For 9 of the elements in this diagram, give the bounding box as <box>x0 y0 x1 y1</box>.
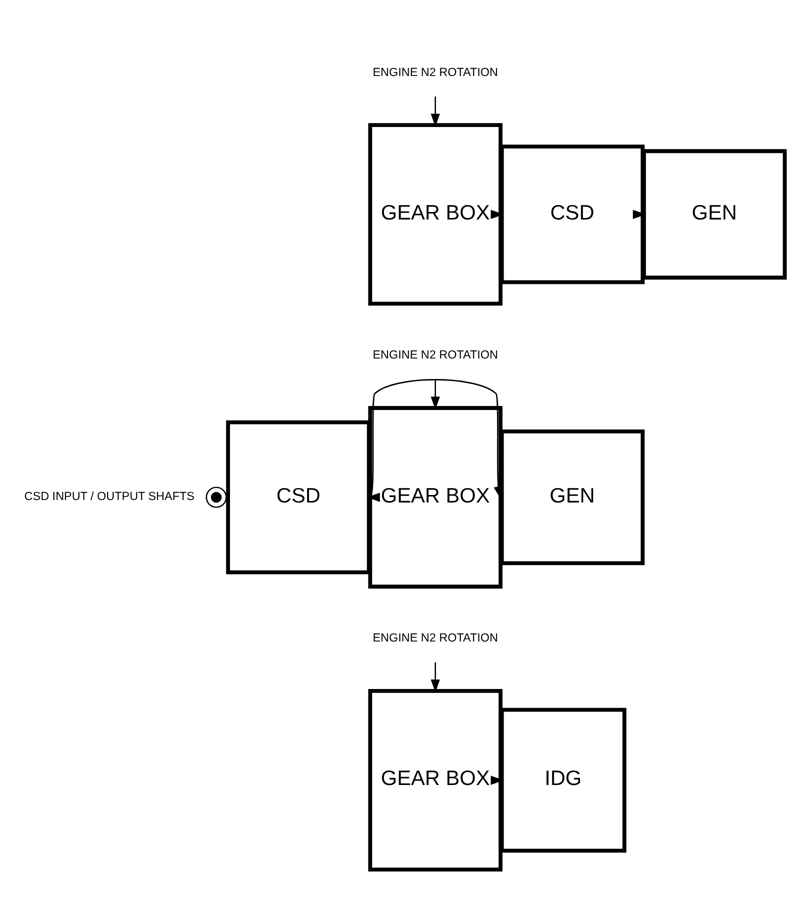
node-label: CSD INPUT / OUTPUT SHAFTS <box>24 490 194 503</box>
arrow <box>430 96 440 126</box>
node-text: ENGINE N2 ROTATION <box>372 631 498 644</box>
node-text: ENGINE N2 ROTATION <box>372 65 498 78</box>
node-circle <box>205 486 226 508</box>
arrow <box>632 209 646 218</box>
arrow <box>490 209 504 218</box>
arrow <box>490 775 504 784</box>
node-text: ENGINE N2 ROTATION <box>372 348 498 362</box>
